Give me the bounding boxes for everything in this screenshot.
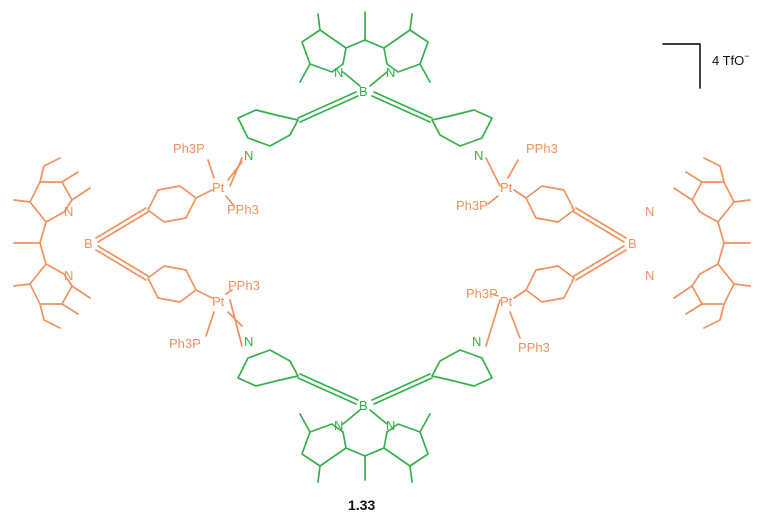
platinum-atom: Pt: [212, 294, 225, 309]
bond: [195, 289, 213, 299]
nitrogen-atom: N: [64, 268, 73, 283]
nitrogen-atom: N: [472, 334, 481, 349]
bond: [513, 189, 527, 199]
bond: [195, 189, 213, 199]
bond: [673, 285, 693, 299]
pt-n-coordination-bonds: [229, 157, 501, 347]
bracket-line: [662, 43, 701, 89]
alkyne-bond: [297, 373, 433, 405]
bond: [383, 13, 431, 83]
bond: [485, 299, 501, 347]
boron-atom: B: [628, 236, 637, 251]
phenyl-ring: [147, 185, 197, 223]
bodipy-top-green: N N B N N: [237, 11, 493, 163]
phosphine-ligand: Ph3P: [456, 198, 488, 213]
nitrogen-atom: N: [474, 148, 483, 163]
bond: [699, 211, 725, 275]
alkyne-bond: [573, 207, 627, 281]
nitrogen-atom: N: [386, 418, 395, 433]
bond: [342, 409, 388, 425]
bond: [342, 431, 388, 457]
bond: [71, 187, 91, 201]
nitrogen-atom: N: [244, 334, 253, 349]
pyridine-ring: [431, 109, 493, 147]
alkyne-bond: [95, 207, 149, 281]
phenyl-ring: [525, 265, 575, 303]
bond: [487, 159, 519, 205]
bodipy-bottom-green: N N B N N: [237, 334, 493, 483]
nitrogen-atom: N: [645, 204, 654, 219]
pyridine-ring: [237, 349, 299, 387]
bodipy-left-orange: N N B Pt Ph3P PPh3 Pt PPh3 Ph3P: [13, 141, 260, 351]
bond: [13, 263, 79, 329]
boron-atom: B: [359, 84, 368, 99]
pyridine-ring: [431, 349, 493, 387]
bond: [685, 263, 751, 329]
nitrogen-atom: N: [244, 148, 253, 163]
nitrogen-atom: N: [334, 418, 343, 433]
nitrogen-atom: N: [64, 204, 73, 219]
pyridine-ring: [237, 109, 299, 147]
phosphine-ligand: PPh3: [228, 278, 260, 293]
phosphine-ligand: PPh3: [518, 340, 550, 355]
bond: [71, 285, 91, 299]
bodipy-right-orange: N N B Pt PPh3 Ph3P Pt Ph3P PPh3: [456, 141, 751, 355]
nitrogen-atom: N: [334, 65, 343, 80]
platinum-atom: Pt: [500, 294, 513, 309]
charge-bracket: 4 TfO−: [662, 43, 750, 89]
platinum-atom: Pt: [500, 180, 513, 195]
phenyl-ring: [147, 265, 197, 303]
phosphine-ligand: PPh3: [526, 141, 558, 156]
phosphine-ligand: Ph3P: [466, 286, 498, 301]
bond: [383, 413, 431, 483]
bond: [13, 157, 79, 223]
phenyl-ring: [525, 185, 575, 223]
platinum-atom: Pt: [212, 180, 225, 195]
bond: [513, 289, 527, 299]
bond: [342, 39, 388, 65]
nitrogen-atom: N: [645, 268, 654, 283]
bond: [342, 71, 388, 87]
alkyne-bond: [297, 91, 433, 123]
bond: [299, 413, 347, 483]
bond: [485, 157, 501, 187]
nitrogen-atom: N: [386, 65, 395, 80]
boron-atom: B: [84, 236, 93, 251]
bond: [685, 157, 751, 223]
compound-number: 1.33: [348, 497, 375, 513]
bond: [491, 293, 521, 339]
bond: [39, 211, 65, 275]
phosphine-ligand: Ph3P: [169, 336, 201, 351]
bond: [229, 157, 243, 187]
counter-ion-label: 4 TfO−: [712, 51, 750, 68]
phosphine-ligand: Ph3P: [173, 141, 205, 156]
bond: [299, 13, 347, 83]
bond: [673, 187, 693, 201]
bond: [229, 299, 243, 347]
boron-atom: B: [359, 398, 368, 413]
phosphine-ligand: PPh3: [227, 202, 259, 217]
